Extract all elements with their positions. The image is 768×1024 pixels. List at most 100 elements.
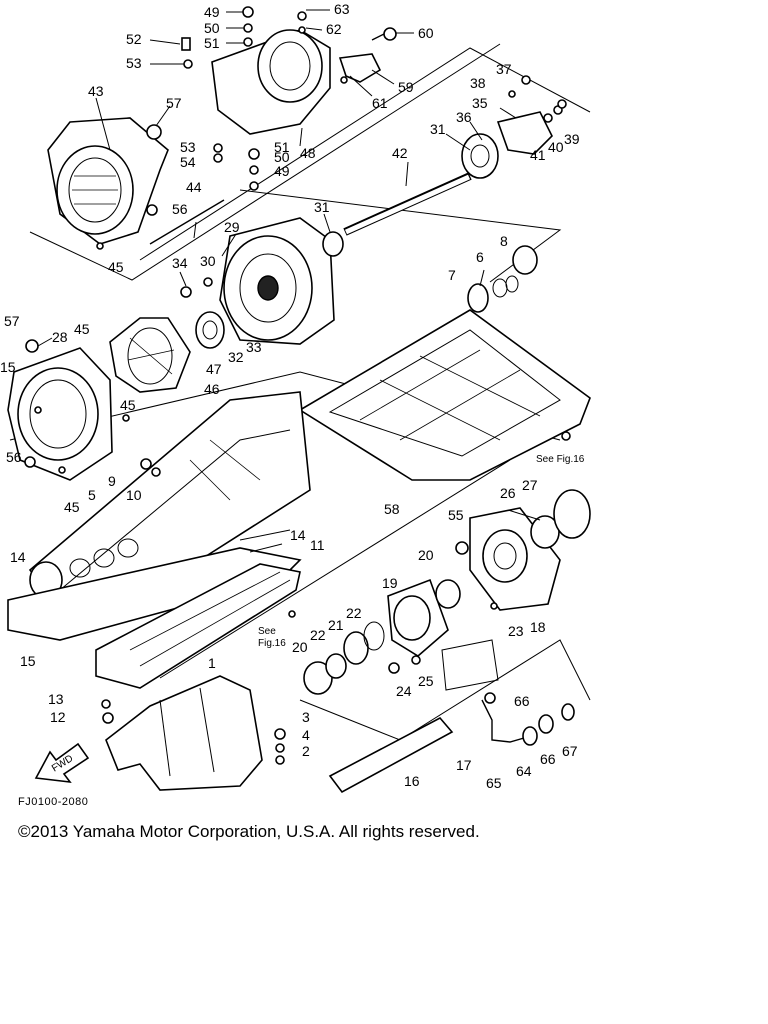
- leader-lines: [37, 9, 541, 553]
- callout-1: 1: [208, 655, 216, 671]
- callout-37: 37: [496, 61, 512, 77]
- callout-6: 6: [476, 249, 484, 265]
- callout-45: 45: [74, 321, 90, 337]
- drawing-code: FJ0100-2080: [18, 796, 89, 808]
- callout-42: 42: [392, 145, 408, 161]
- callout-4: 4: [302, 727, 310, 743]
- callout-64: 64: [516, 763, 532, 779]
- callout-40: 40: [548, 139, 564, 155]
- callout-47: 47: [206, 361, 222, 377]
- callout-53: 53: [126, 55, 142, 71]
- callout-49: 49: [204, 4, 220, 20]
- callout-36: 36: [456, 109, 472, 125]
- callout-59: 59: [398, 79, 414, 95]
- fasteners: [24, 6, 571, 765]
- callout-57: 57: [4, 313, 20, 329]
- callout-56: 56: [6, 449, 22, 465]
- impeller: [109, 311, 225, 393]
- callout-20: 20: [418, 547, 434, 563]
- callout-45: 45: [64, 499, 80, 515]
- callout-55: 55: [448, 507, 464, 523]
- callout-3: 3: [302, 709, 310, 725]
- callout-46: 46: [204, 381, 220, 397]
- drive-shaft: [322, 111, 553, 313]
- callout-33: 33: [246, 339, 262, 355]
- callout-30: 30: [200, 253, 216, 269]
- callout-25: 25: [418, 673, 434, 689]
- callout-34: 34: [172, 255, 188, 271]
- callout-10: 10: [126, 487, 142, 503]
- bearings-and-rings: [303, 621, 385, 695]
- callout-51: 51: [274, 139, 290, 155]
- nozzle-assembly: [211, 29, 397, 135]
- callout-11: 11: [310, 537, 325, 553]
- callout-28: 28: [52, 329, 68, 345]
- callout-57: 57: [166, 95, 182, 111]
- callout-65: 65: [486, 775, 502, 791]
- pump-housing: [47, 117, 169, 245]
- ride-plate: [298, 309, 591, 481]
- callout-29: 29: [224, 219, 240, 235]
- callout-8: 8: [500, 233, 508, 249]
- callout-44: 44: [186, 179, 202, 195]
- callout-14: 14: [10, 549, 26, 565]
- callout-labels: 49 50 51 52 53 43 57 53 54 51 50 49 48 6…: [0, 1, 585, 791]
- callout-16: 16: [404, 773, 420, 789]
- callout-45: 45: [108, 259, 124, 275]
- callout-15: 15: [20, 653, 36, 669]
- impeller-housing: [219, 217, 335, 345]
- callout-48: 48: [300, 145, 316, 161]
- callout-51: 51: [204, 35, 220, 51]
- callout-31: 31: [314, 199, 330, 215]
- callout-31: 31: [430, 121, 446, 137]
- callout-38: 38: [470, 75, 486, 91]
- output-shaft: [328, 639, 575, 794]
- see-fig-16-left-line1: See: [258, 626, 276, 637]
- see-fig-16-right: See Fig.16: [536, 454, 585, 465]
- callout-43: 43: [88, 83, 104, 99]
- callout-54: 54: [180, 154, 196, 170]
- callout-24: 24: [396, 683, 412, 699]
- fwd-arrow: FWD: [34, 742, 90, 784]
- callout-20: 20: [292, 639, 308, 655]
- callout-2: 2: [302, 743, 310, 759]
- pump-cover: [105, 675, 263, 791]
- callout-66: 66: [514, 693, 530, 709]
- callout-18: 18: [530, 619, 546, 635]
- callout-67: 67: [562, 743, 578, 759]
- callout-26: 26: [500, 485, 516, 501]
- copyright-notice: ©2013 Yamaha Motor Corporation, U.S.A. A…: [18, 822, 480, 841]
- exploded-parts-diagram: FWD 49 50 51 52 53 43 57 53 54 51 50 49 …: [0, 1, 591, 794]
- callout-45: 45: [120, 397, 136, 413]
- callout-58: 58: [384, 501, 400, 517]
- callout-22: 22: [346, 605, 362, 621]
- callout-60: 60: [418, 25, 434, 41]
- callout-56: 56: [172, 201, 188, 217]
- callout-22: 22: [310, 627, 326, 643]
- callout-15: 15: [0, 359, 16, 375]
- callout-53: 53: [180, 139, 196, 155]
- callout-50: 50: [204, 20, 220, 36]
- callout-35: 35: [472, 95, 488, 111]
- callout-9: 9: [108, 473, 116, 489]
- callout-61: 61: [372, 95, 388, 111]
- bottom-plate: [7, 547, 302, 689]
- callout-49: 49: [274, 163, 290, 179]
- callout-17: 17: [456, 757, 472, 773]
- callout-14: 14: [290, 527, 306, 543]
- callout-66: 66: [540, 751, 556, 767]
- callout-5: 5: [88, 487, 96, 503]
- callout-12: 12: [50, 709, 66, 725]
- callout-63: 63: [334, 1, 350, 17]
- callout-23: 23: [508, 623, 524, 639]
- callout-21: 21: [328, 617, 344, 633]
- intake-duct-housing: [7, 347, 113, 481]
- bearing-housing: [387, 489, 591, 657]
- callout-27: 27: [522, 477, 538, 493]
- callout-50: 50: [274, 149, 290, 165]
- callout-7: 7: [448, 267, 456, 283]
- callout-41: 41: [530, 147, 546, 163]
- callout-32: 32: [228, 349, 244, 365]
- see-fig-16-left-line2: Fig.16: [258, 638, 286, 649]
